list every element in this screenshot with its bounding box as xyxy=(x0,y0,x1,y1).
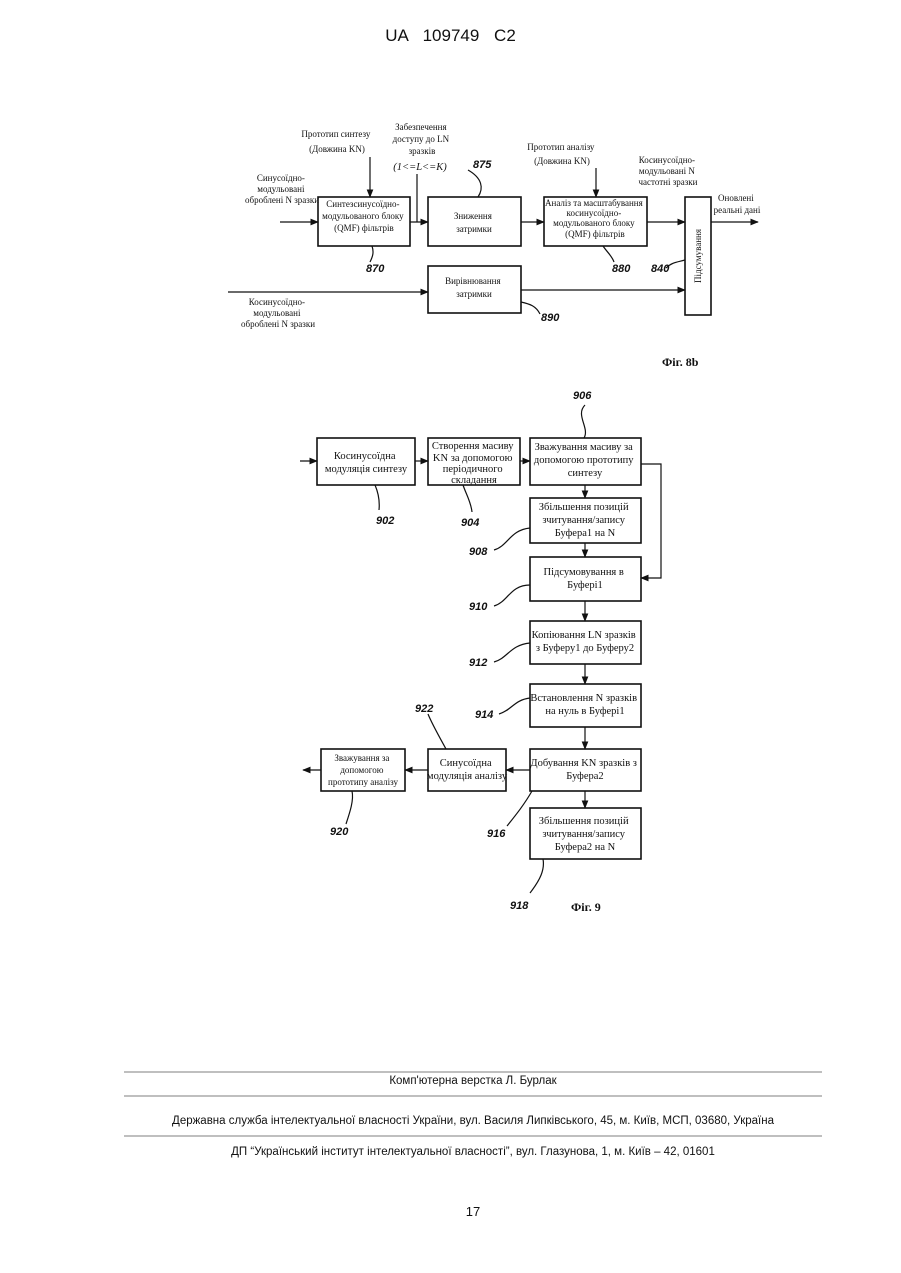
footer: Комп'ютерна верстка Л. Бурлак Державна с… xyxy=(124,1072,822,1219)
ref-875: 875 xyxy=(473,159,492,171)
leader-914 xyxy=(499,698,530,714)
box-922 xyxy=(428,749,506,791)
leader-875 xyxy=(468,170,481,197)
leader-908 xyxy=(494,528,530,550)
ref-840: 840 xyxy=(651,263,670,275)
fig9-label: Фіг. 9 xyxy=(571,900,601,914)
leader-916 xyxy=(507,791,532,826)
ref-922: 922 xyxy=(415,703,433,715)
box-916 xyxy=(530,749,641,791)
label-access: Забезпечення доступу до LN зразків xyxy=(393,122,452,156)
ref-920: 920 xyxy=(330,826,349,838)
footer-office-address: Державна служба інтелектуальної власност… xyxy=(172,1115,775,1127)
ref-910: 910 xyxy=(469,601,488,613)
figure-9: Косинусоїдна модуляція синтезу Створення… xyxy=(300,390,661,914)
ref-912: 912 xyxy=(469,657,487,669)
leader-906 xyxy=(581,405,585,438)
ref-916: 916 xyxy=(487,828,506,840)
footer-institute-address: ДП “Український інститут інтелектуальної… xyxy=(231,1146,715,1158)
ref-918: 918 xyxy=(510,900,529,912)
ref-906: 906 xyxy=(573,390,592,402)
ref-914: 914 xyxy=(475,709,493,721)
leader-870 xyxy=(370,246,373,262)
ref-902: 902 xyxy=(376,515,394,527)
label-input-top: Синусоїдно- модульовані оброблені N зраз… xyxy=(245,173,319,205)
leader-890 xyxy=(521,302,540,314)
label-output: Оновлені реальні дані xyxy=(714,193,761,215)
leader-904 xyxy=(463,485,472,512)
leader-918 xyxy=(530,859,543,893)
label-cos-out: Косинусоїдно- модульовані N частотні зра… xyxy=(638,155,697,187)
ref-870: 870 xyxy=(366,263,385,275)
footer-layout-credit: Комп'ютерна верстка Л. Бурлак xyxy=(389,1075,557,1087)
ref-890: 890 xyxy=(541,312,560,324)
label-access-cond: (1<=L<=K) xyxy=(393,162,447,173)
ref-904: 904 xyxy=(461,517,479,529)
fig8b-label: Фіг. 8b xyxy=(662,355,699,369)
arrow-906-910-bypass xyxy=(641,464,661,578)
ref-880: 880 xyxy=(612,263,631,275)
ref-908: 908 xyxy=(469,546,488,558)
leader-910 xyxy=(494,585,530,606)
box-875 xyxy=(428,197,521,246)
box-840-text: Підсумування xyxy=(693,229,703,283)
leader-912 xyxy=(494,643,530,662)
label-proto-synth: Прототип синтезу (Довжина KN) xyxy=(301,129,372,154)
figure-8b: Синтезсинусоїдно- модульованого блоку (Q… xyxy=(228,122,761,369)
leader-902 xyxy=(375,485,379,510)
label-proto-anal: Прототип аналізу (Довжина KN) xyxy=(527,142,596,166)
leader-922 xyxy=(428,714,446,749)
box-870-text: Синтезсинусоїдно- модульованого блоку (Q… xyxy=(322,199,406,233)
leader-880 xyxy=(603,246,614,262)
box-910 xyxy=(530,557,641,601)
label-input-bottom: Косинусоїдно- модульовані оброблені N зр… xyxy=(241,297,315,329)
page-number: 17 xyxy=(466,1204,480,1219)
leader-920 xyxy=(346,791,353,824)
